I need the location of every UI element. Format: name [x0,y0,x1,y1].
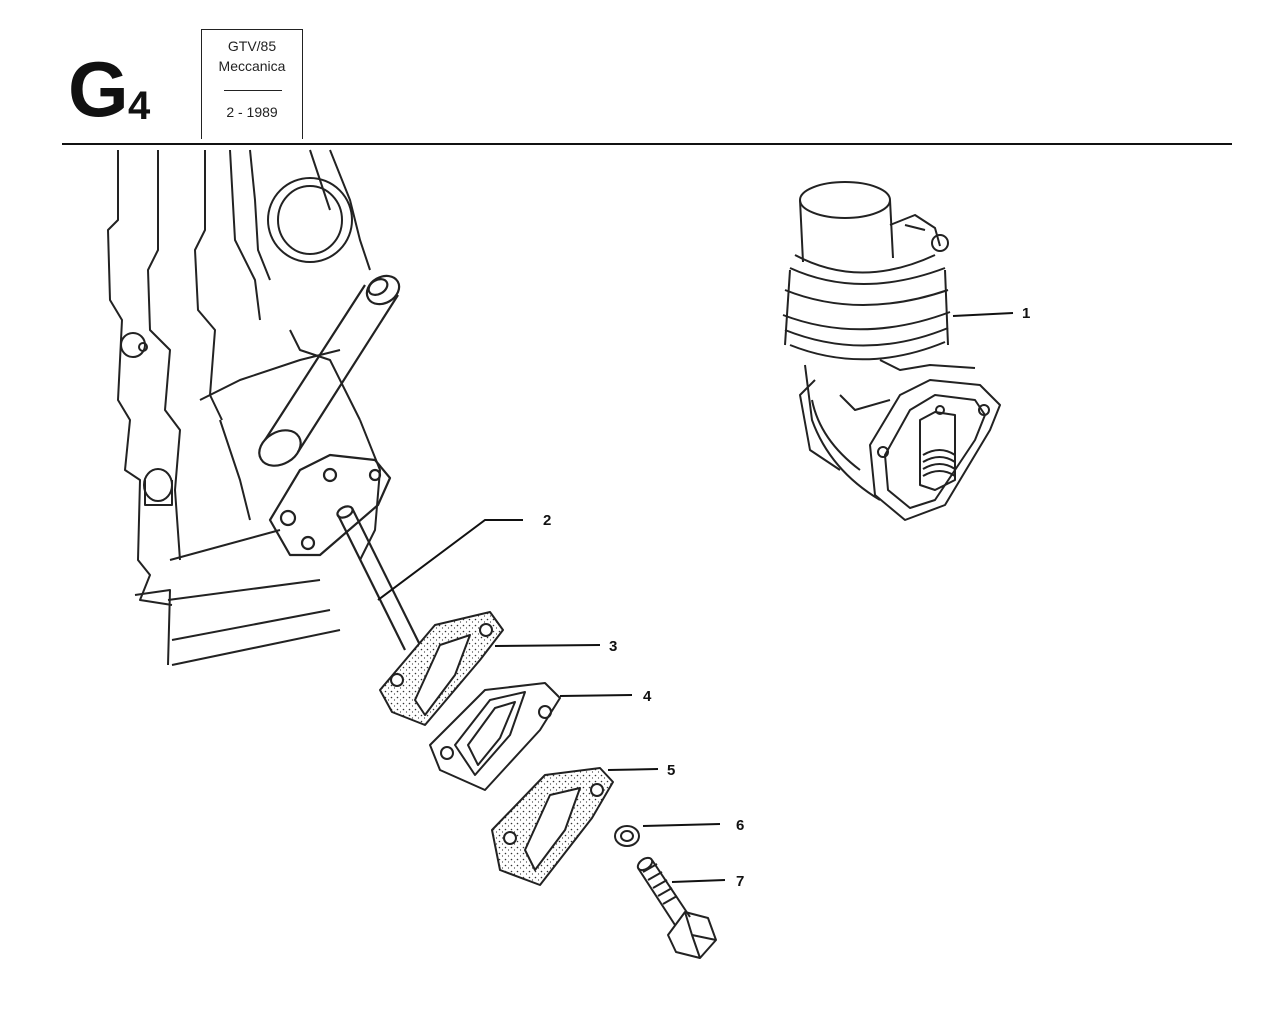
header-info-box: GTV/85 Meccanica 2 - 1989 [201,29,303,139]
spacer-4-drawing [429,682,561,791]
section-letter: G [68,45,129,133]
bolt-7-drawing [636,856,717,959]
model-label: GTV/85 [227,38,277,54]
pump-push-rod-drawing [258,274,420,651]
engine-block-drawing [107,149,381,666]
callout-label-2: 2 [543,512,551,529]
callout-label-3: 3 [609,638,617,655]
gasket-3-drawing [379,611,504,726]
header-rule [62,143,1232,145]
gasket-5-drawing [491,767,614,886]
callout-leader-lines [377,312,1014,883]
header-separator [224,90,282,91]
callout-label-7: 7 [736,873,744,890]
washer-6-drawing [614,825,640,847]
callout-label-6: 6 [736,817,744,834]
date-label: 2 - 1989 [226,104,278,120]
callout-label-1: 1 [1022,305,1030,322]
fuel-pump-1-drawing [782,181,1001,521]
callout-labels: 1 2 3 4 5 6 7 [543,305,1030,890]
section-name: Meccanica [218,58,286,74]
callout-label-5: 5 [667,762,675,779]
section-number: 4 [128,84,151,128]
callout-label-4: 4 [643,688,652,705]
